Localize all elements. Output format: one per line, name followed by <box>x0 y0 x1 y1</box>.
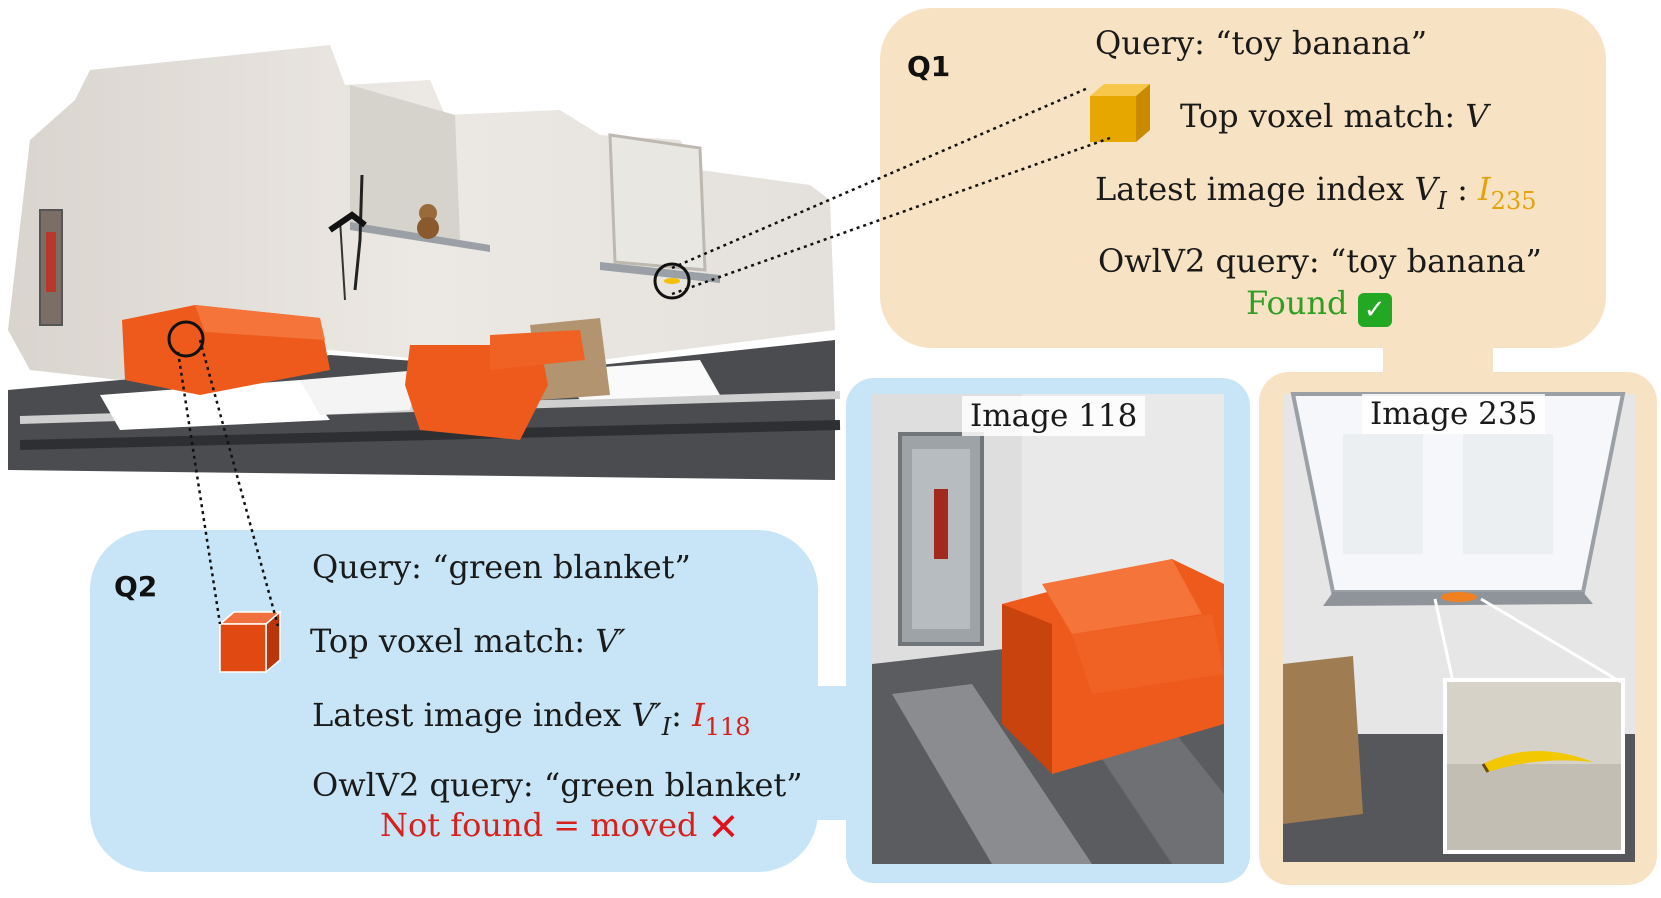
q1-owl-query: OwlV2 query: “toy banana” <box>1098 242 1542 280</box>
q1-latest-index-sep: : <box>1446 170 1479 208</box>
image-235-photo <box>1283 392 1635 862</box>
q1-target-circle <box>653 262 691 300</box>
image-118-photo <box>872 394 1224 864</box>
q2-latest-index-sep: : <box>671 696 693 734</box>
q1-image-index-value: 235 <box>1490 187 1537 215</box>
teddy-bear <box>417 204 439 239</box>
q2-panel <box>90 530 818 872</box>
q1-result: Found ✓ <box>1246 284 1392 327</box>
cross-mark-icon: ✕ <box>707 805 740 849</box>
check-mark-icon: ✓ <box>1357 293 1392 327</box>
q2-image-index-symbol: I <box>692 696 705 734</box>
fire-cabinet <box>39 209 63 326</box>
q2-top-voxel-text: Top voxel match: <box>310 622 596 660</box>
q2-latest-index-text: Latest image index <box>312 696 632 734</box>
orange-sofa-middle <box>405 345 548 440</box>
q2-result-text: Not found = moved <box>380 806 698 844</box>
point-cloud-scene <box>8 45 841 480</box>
image-118-label: Image 118 <box>962 396 1146 436</box>
q1-query: Query: “toy banana” <box>1095 24 1428 62</box>
q2-latest-index-subscript: I <box>661 713 672 741</box>
q2-result: Not found = moved ✕ <box>380 805 740 849</box>
q2-top-voxel-symbol: V′ <box>595 622 626 660</box>
q1-top-voxel-symbol: V <box>1465 97 1489 135</box>
window-sill-left <box>350 222 490 252</box>
q1-top-voxel: Top voxel match: V <box>1180 97 1488 135</box>
q2-query: Query: “green blanket” <box>312 548 691 586</box>
image-235-label: Image 235 <box>1362 394 1546 434</box>
q1-latest-index-text: Latest image index <box>1095 170 1415 208</box>
paper-bag <box>1283 656 1363 824</box>
toy-banana-on-sill <box>1441 592 1477 602</box>
q1-result-text: Found <box>1246 284 1348 322</box>
fire-extinguisher-cabinet <box>898 432 984 646</box>
yellow-voxel-cube-icon <box>1090 84 1150 142</box>
q1-label: Q1 <box>907 50 951 83</box>
q1-top-voxel-text: Top voxel match: <box>1180 97 1466 135</box>
q2-latest-index-symbol: V′ <box>631 696 662 734</box>
q1-panel <box>880 8 1606 348</box>
q1-latest-index: Latest image index VI : I235 <box>1095 170 1536 215</box>
cables <box>328 174 367 301</box>
q1-image-index-symbol: I <box>1478 170 1491 208</box>
q2-latest-index: Latest image index V′I: I118 <box>312 696 751 741</box>
q2-label: Q2 <box>114 570 158 603</box>
q2-target-circle <box>167 320 205 358</box>
q1-latest-index-subscript: I <box>1437 187 1447 215</box>
toy-banana-small <box>664 278 680 284</box>
q1-latest-index-symbol: V <box>1414 170 1438 208</box>
orange-voxel-cube-icon <box>217 610 283 674</box>
orange-sofa-right <box>490 330 585 370</box>
orange-armchair <box>1002 559 1224 774</box>
q2-top-voxel: Top voxel match: V′ <box>310 622 626 660</box>
q2-image-index-value: 118 <box>704 713 751 741</box>
zoom-inset <box>1443 678 1625 854</box>
q2-owl-query: OwlV2 query: “green blanket” <box>312 766 803 804</box>
